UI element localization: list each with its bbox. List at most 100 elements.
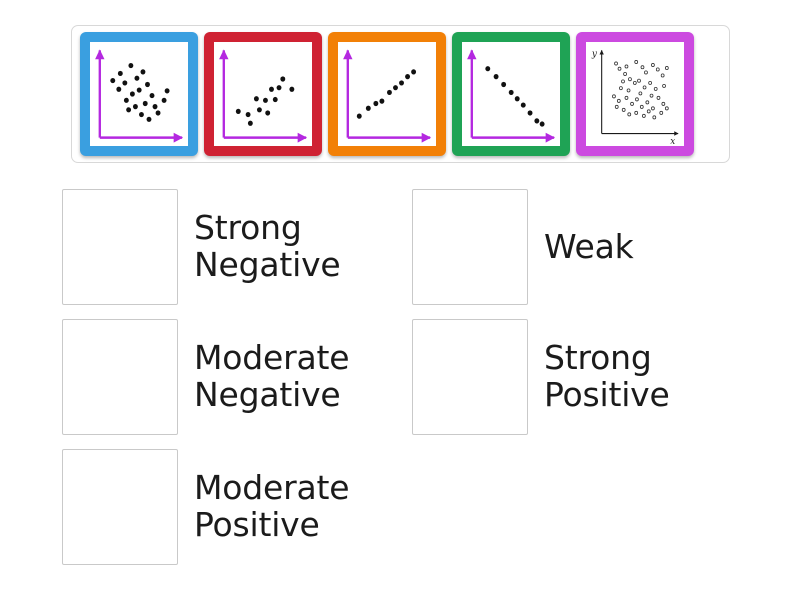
drop-zone-drop-4[interactable] <box>412 189 528 305</box>
drop-zone-drop-5[interactable] <box>412 319 528 435</box>
data-point <box>661 101 666 106</box>
scatter-plot-moderate-positive <box>219 49 308 143</box>
data-point <box>621 107 626 112</box>
data-point <box>356 113 362 119</box>
data-point <box>634 59 639 64</box>
data-point <box>634 110 639 115</box>
data-point <box>129 91 135 97</box>
answer-row: Moderate Negative <box>62 312 412 442</box>
answer-row: Moderate Positive <box>62 442 412 572</box>
data-point <box>527 110 533 116</box>
data-point <box>640 65 645 70</box>
data-point <box>146 116 152 122</box>
data-point <box>645 100 650 105</box>
answer-row: Strong Positive <box>412 312 762 442</box>
data-point <box>245 111 251 118</box>
card-scatter-strong-positive[interactable] <box>328 32 446 156</box>
scatter-plot-strong-negative <box>467 49 556 143</box>
data-point <box>642 85 647 90</box>
data-point <box>379 98 385 104</box>
data-point <box>128 62 134 69</box>
data-point <box>265 110 271 116</box>
data-point <box>263 97 268 103</box>
data-point <box>501 81 507 88</box>
data-point <box>652 115 657 120</box>
data-point <box>152 104 158 110</box>
answer-row: Weak <box>412 182 762 312</box>
data-point <box>638 91 643 96</box>
data-point <box>161 97 167 103</box>
data-point <box>632 80 637 85</box>
data-point <box>139 111 144 118</box>
data-point <box>247 120 253 126</box>
data-point <box>145 81 150 88</box>
data-point <box>485 66 491 72</box>
card-scatter-strong-negative-line[interactable] <box>452 32 570 156</box>
data-point <box>648 80 652 85</box>
data-point <box>627 112 632 117</box>
data-point <box>276 85 282 91</box>
data-point <box>365 105 371 111</box>
answer-label: Strong Positive <box>544 338 670 414</box>
data-point <box>142 100 148 107</box>
data-point <box>624 64 629 69</box>
drop-zone-drop-2[interactable] <box>62 319 178 435</box>
card-scatter-moderate-positive[interactable] <box>204 32 322 156</box>
data-point <box>614 104 619 109</box>
data-point <box>621 79 625 84</box>
data-point <box>269 86 274 92</box>
answer-label: Moderate Positive <box>194 468 350 544</box>
data-point <box>539 121 545 127</box>
card-plot-area <box>338 42 436 146</box>
data-point <box>637 78 641 83</box>
data-point <box>134 75 140 81</box>
data-point <box>664 106 669 111</box>
data-point <box>280 76 286 82</box>
y-axis-label: y <box>591 49 598 59</box>
data-point <box>514 96 520 102</box>
data-point <box>122 80 128 86</box>
data-point <box>639 104 644 109</box>
data-point <box>624 95 629 100</box>
scatter-plot-strong-positive <box>343 49 432 143</box>
data-point <box>612 94 616 99</box>
data-point <box>642 113 646 118</box>
drop-zone-drop-3[interactable] <box>62 449 178 565</box>
data-point <box>149 92 155 99</box>
data-point <box>140 69 146 75</box>
data-point <box>493 74 499 80</box>
data-point <box>272 96 278 103</box>
data-point <box>626 88 631 93</box>
data-point <box>520 102 526 108</box>
data-point <box>289 86 295 92</box>
data-point <box>646 109 651 114</box>
data-point <box>662 83 666 88</box>
scatter-plot-strong-negative <box>95 49 184 143</box>
data-point <box>649 93 654 98</box>
data-point <box>656 95 661 100</box>
drop-zone-drop-1[interactable] <box>62 189 178 305</box>
data-point <box>126 107 132 113</box>
card-plot-area <box>90 42 188 146</box>
data-point <box>660 73 665 78</box>
x-axis-label: x <box>670 137 675 146</box>
card-plot-area <box>214 42 312 146</box>
data-point <box>614 61 618 66</box>
data-point <box>508 89 514 96</box>
answer-label: Weak <box>544 226 634 266</box>
data-point <box>132 104 138 110</box>
data-point <box>651 106 655 111</box>
card-scatter-strong-negative[interactable] <box>80 32 198 156</box>
data-point <box>256 107 262 113</box>
data-point <box>405 74 411 80</box>
data-point <box>630 101 634 106</box>
data-point <box>635 97 639 102</box>
data-point <box>387 89 392 96</box>
data-point <box>164 88 170 94</box>
data-point <box>644 70 648 75</box>
data-point <box>659 110 664 115</box>
data-point <box>623 71 627 76</box>
